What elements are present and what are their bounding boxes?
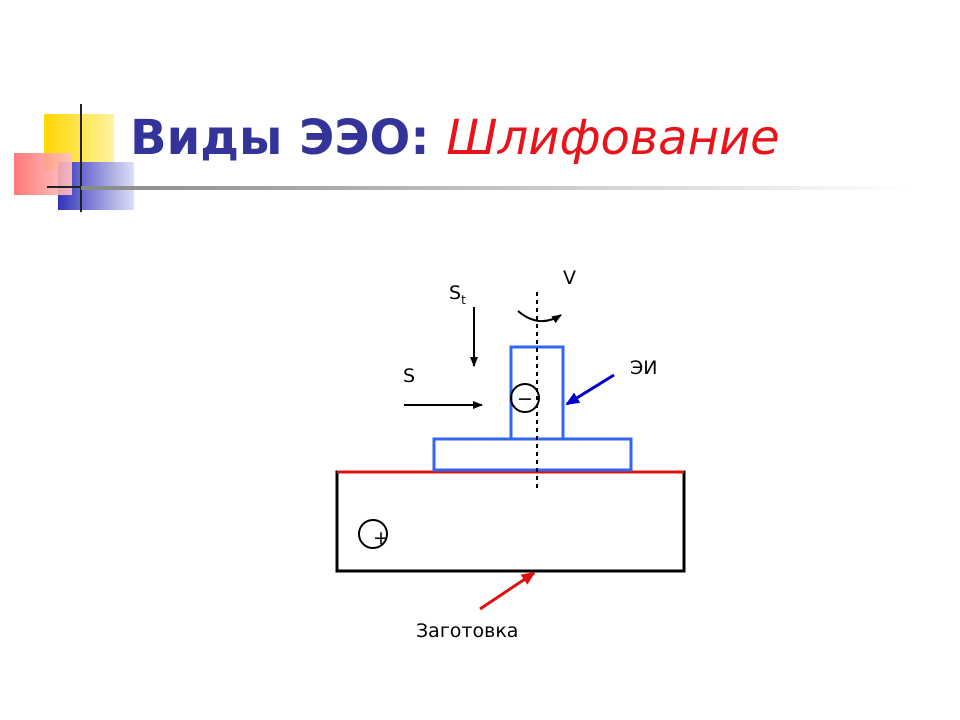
label-s: S [403,365,415,387]
workpiece-polarity-circle [358,519,388,549]
workpiece-polarity-sign: + [373,527,389,549]
label-electrode: ЭИ [630,357,657,379]
label-st: St [449,282,466,307]
tool-polarity-circle [510,383,540,413]
electrode-base [432,437,633,472]
tool-polarity-sign: − [517,388,533,410]
page-title: Виды ЭЭО: Шлифование [130,108,780,168]
workpiece-block [335,470,686,573]
workpiece-pointer-arrow [479,571,536,611]
label-st-base: S [449,282,461,304]
title-main: Виды ЭЭО: [130,110,447,166]
slide-decoration [14,104,911,212]
label-workpiece: Заготовка [416,620,518,642]
rotation-arrow [517,310,562,324]
electrode-pointer-arrow [565,373,615,406]
title-accent: Шлифование [446,110,780,166]
label-st-subscript: t [461,293,466,307]
label-v: V [563,267,576,289]
title-underline [81,186,911,190]
